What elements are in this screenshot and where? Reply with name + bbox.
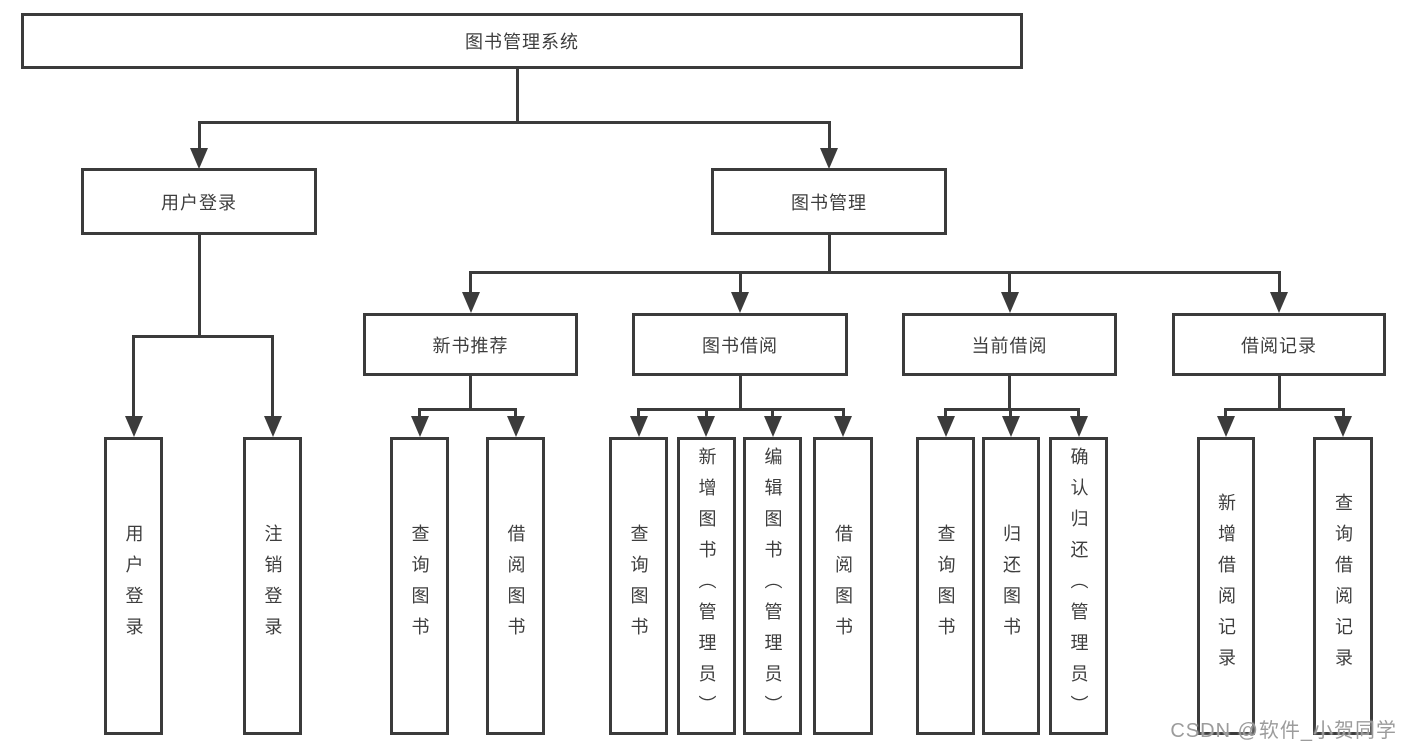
connector-line — [637, 408, 640, 420]
connector-line — [418, 408, 517, 411]
node-book-management-label: 图书管理 — [791, 192, 867, 213]
connector-line — [1008, 376, 1011, 408]
connector-line — [469, 271, 1281, 274]
connector-line — [514, 408, 517, 420]
node-book-borrow: 图书借阅 — [632, 313, 848, 376]
leaf-add-borrow-record: 新增借阅记录 — [1197, 437, 1255, 735]
node-user-login-label: 用户登录 — [161, 192, 237, 213]
connector-line — [739, 271, 742, 295]
connector-line — [132, 335, 135, 418]
arrow-down-icon — [630, 416, 648, 437]
connector-line — [469, 271, 472, 295]
csdn-watermark: CSDN @软件_小贺同学 — [1170, 720, 1397, 742]
node-book-borrow-label: 图书借阅 — [702, 335, 778, 356]
connector-line — [418, 408, 421, 420]
node-current-borrow-label: 当前借阅 — [971, 335, 1048, 356]
node-new-book-recommend-label: 新书推荐 — [432, 335, 509, 356]
arrow-down-icon — [1001, 292, 1019, 313]
leaf-borrow-book-borrow: 借阅图书 — [813, 437, 873, 735]
connector-line — [1008, 271, 1011, 295]
node-user-login: 用户登录 — [81, 168, 317, 235]
arrow-down-icon — [1002, 416, 1020, 437]
arrow-down-icon — [190, 148, 208, 169]
leaf-return-book-label: 归还图书 — [1001, 524, 1021, 648]
connector-line — [1278, 271, 1281, 295]
leaf-edit-book-admin-label: 编辑图书（管理员） — [762, 446, 783, 726]
leaf-logout-label: 注销登录 — [262, 524, 283, 648]
leaf-logout: 注销登录 — [243, 437, 302, 735]
connector-line — [1342, 408, 1345, 420]
connector-line — [944, 408, 1080, 411]
arrow-down-icon — [834, 416, 852, 437]
arrow-down-icon — [1070, 416, 1088, 437]
arrow-down-icon — [1334, 416, 1352, 437]
arrow-down-icon — [1217, 416, 1235, 437]
arrow-down-icon — [937, 416, 955, 437]
leaf-borrow-book-borrow-label: 借阅图书 — [833, 524, 853, 648]
leaf-edit-book-admin: 编辑图书（管理员） — [743, 437, 802, 735]
arrow-down-icon — [697, 416, 715, 437]
arrow-down-icon — [764, 416, 782, 437]
node-book-management: 图书管理 — [711, 168, 947, 235]
arrow-down-icon — [820, 148, 838, 169]
leaf-add-book-admin: 新增图书（管理员） — [677, 437, 736, 735]
node-new-book-recommend: 新书推荐 — [363, 313, 578, 376]
connector-line — [1009, 408, 1012, 420]
connector-line — [271, 335, 274, 418]
leaf-query-book-borrow-label: 查询图书 — [628, 524, 649, 648]
connector-line — [828, 121, 831, 150]
arrow-down-icon — [411, 416, 429, 437]
connector-line — [1278, 376, 1281, 408]
node-current-borrow: 当前借阅 — [902, 313, 1117, 376]
connector-line — [705, 408, 708, 420]
node-borrow-record: 借阅记录 — [1172, 313, 1386, 376]
leaf-query-book-newrec-label: 查询图书 — [409, 524, 430, 648]
leaf-user-login: 用户登录 — [104, 437, 163, 735]
connector-line — [132, 335, 274, 338]
arrow-down-icon — [462, 292, 480, 313]
leaf-confirm-return-admin-label: 确认归还（管理员） — [1068, 446, 1089, 726]
leaf-return-book: 归还图书 — [982, 437, 1040, 735]
leaf-borrow-book-newrec: 借阅图书 — [486, 437, 545, 735]
connector-line — [1077, 408, 1080, 420]
connector-line — [842, 408, 845, 420]
connector-line — [198, 121, 830, 124]
arrow-down-icon — [1270, 292, 1288, 313]
connector-line — [198, 121, 201, 150]
connector-line — [637, 408, 845, 411]
leaf-add-borrow-record-label: 新增借阅记录 — [1216, 493, 1236, 679]
connector-line — [1224, 408, 1345, 411]
arrow-down-icon — [507, 416, 525, 437]
connector-line — [944, 408, 947, 420]
leaf-query-book-newrec: 查询图书 — [390, 437, 449, 735]
leaf-borrow-book-newrec-label: 借阅图书 — [505, 524, 526, 648]
connector-line — [198, 235, 201, 335]
node-root-label: 图书管理系统 — [465, 32, 579, 52]
arrow-down-icon — [264, 416, 282, 437]
node-borrow-record-label: 借阅记录 — [1241, 335, 1317, 356]
arrow-down-icon — [125, 416, 143, 437]
leaf-user-login-label: 用户登录 — [123, 524, 144, 648]
node-root: 图书管理系统 — [21, 13, 1023, 69]
connector-line — [828, 235, 831, 271]
connector-line — [771, 408, 774, 420]
leaf-query-book-current: 查询图书 — [916, 437, 975, 735]
connector-line — [739, 376, 742, 408]
leaf-query-book-borrow: 查询图书 — [609, 437, 668, 735]
leaf-query-borrow-record-label: 查询借阅记录 — [1333, 493, 1353, 679]
arrow-down-icon — [731, 292, 749, 313]
connector-line — [469, 376, 472, 408]
leaf-confirm-return-admin: 确认归还（管理员） — [1049, 437, 1108, 735]
leaf-query-book-current-label: 查询图书 — [935, 524, 956, 648]
leaf-add-book-admin-label: 新增图书（管理员） — [696, 446, 717, 726]
leaf-query-borrow-record: 查询借阅记录 — [1313, 437, 1373, 735]
connector-line — [1224, 408, 1227, 420]
connector-line — [516, 69, 519, 121]
